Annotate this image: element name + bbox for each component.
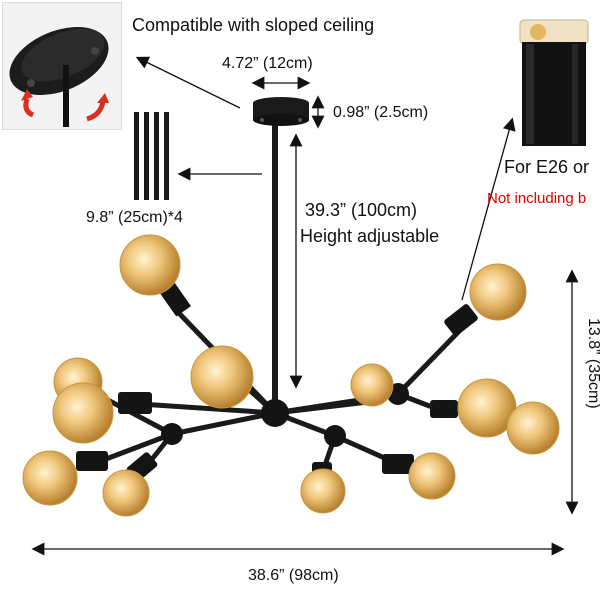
fixture-width-label: 38.6” (98cm) [248, 567, 339, 584]
sloped-ceiling-inset [2, 2, 122, 130]
canopy-width-label: 4.72” (12cm) [222, 55, 313, 72]
down-rod [272, 125, 278, 412]
canopy-screw [27, 79, 35, 87]
bulb [119, 234, 181, 296]
bulb [408, 452, 456, 500]
bulb [300, 468, 346, 514]
fixture-height-label: 13.8” (35cm) [585, 318, 600, 409]
height-adjustable-label: Height adjustable [300, 226, 440, 246]
rods-label: 9.8” (25cm)*4 [86, 209, 183, 226]
bulb [350, 363, 394, 407]
bulb [506, 401, 560, 455]
inset-rod [63, 65, 69, 127]
center-hub [261, 399, 289, 427]
spare-rods [134, 112, 169, 200]
left-hub [161, 423, 183, 445]
bulb [102, 469, 150, 517]
socket-inset [516, 18, 600, 146]
rod-length-label: 39.3” (100cm) [305, 200, 418, 220]
sloped-ceiling-leader [135, 56, 241, 109]
canopy-screw [91, 47, 99, 55]
chandelier-arms [95, 305, 471, 477]
bulb [469, 263, 527, 321]
rotate-arrow-left-icon [23, 98, 35, 118]
socket-type-label: For E26 or [504, 157, 590, 177]
socket-leader [461, 117, 516, 301]
sloped-ceiling-label: Compatible with sloped ceiling [132, 15, 375, 35]
bulb [52, 382, 114, 444]
rotate-arrow-right-icon [86, 100, 106, 122]
bulb [190, 345, 254, 409]
e26-socket-illustration [516, 18, 600, 146]
bulb [22, 450, 78, 506]
ceiling-canopy [253, 97, 309, 126]
lower-right-hub [324, 425, 346, 447]
light-bulbs [22, 234, 560, 517]
bulbs-not-included-label: Not including b [487, 190, 587, 207]
canopy-height-label: 0.98” (2.5cm) [333, 104, 429, 121]
canopy-tilt-illustration [9, 27, 109, 127]
